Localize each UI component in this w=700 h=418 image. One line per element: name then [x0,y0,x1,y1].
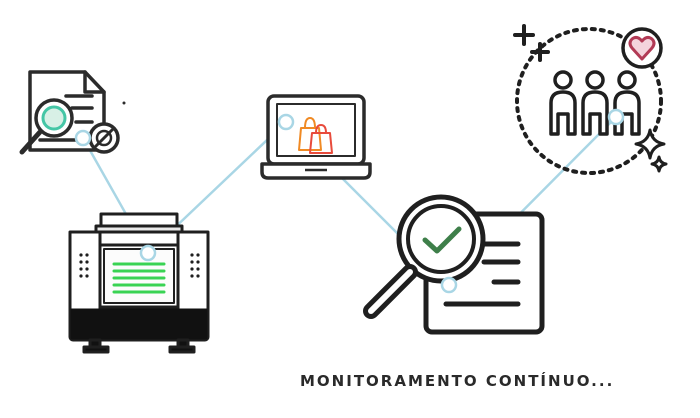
node-magnifier [440,276,458,294]
node-laptop [277,113,295,131]
check-mark-icon [422,226,462,254]
dot-mark [122,101,126,105]
node-community [607,108,625,126]
dotted-ring [515,27,663,175]
shopping-bags-icon [298,117,333,154]
heart-badge-icon [621,27,663,69]
node-document [74,129,92,147]
star-sparkle-icon [634,128,668,173]
people-group-icon [549,70,641,136]
plus-sparkle-icon [513,24,550,62]
document-search-icon [19,70,120,155]
machine-side-dots [79,253,200,278]
customer-community-icon [513,24,668,175]
machine-screen-lines [112,262,166,294]
node-machine [139,244,157,262]
printing-machine-icon [68,212,210,354]
connector-nodes [74,108,625,294]
caption-text: MONITORAMENTO CONTÍNUO... [300,372,615,390]
magnifier-checklist-icon [363,194,545,335]
laptop-shopping-icon [260,94,372,180]
